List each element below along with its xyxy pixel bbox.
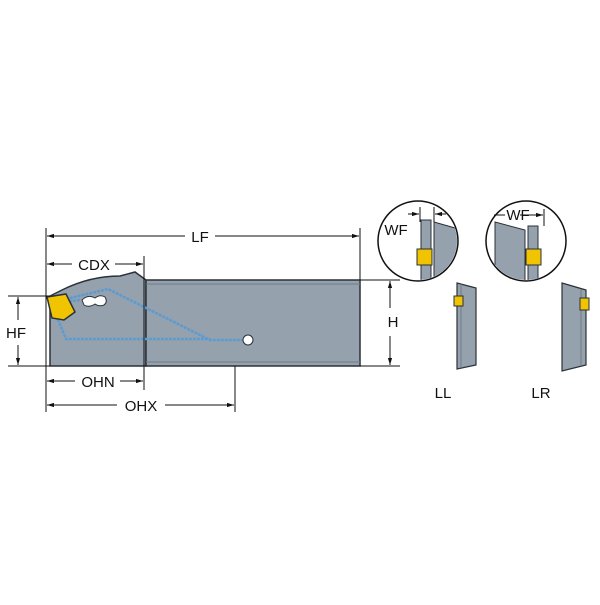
lr-label: LR [531,385,550,402]
ll-label: LL [435,385,452,402]
ohn-label: OHN [81,374,114,391]
lr-side-view [561,282,590,372]
tool-holder-body [49,271,361,367]
wf-label-ll: WF [384,222,407,239]
clamp-slot [81,295,107,307]
ll-side-view [453,282,477,370]
hf-label: HF [6,325,26,342]
ohx-label: OHX [125,398,158,415]
lr-detail-view: WF [485,200,567,282]
lf-label: LF [191,229,209,246]
cdx-label: CDX [78,257,110,274]
insert [46,293,76,321]
ll-detail-view: WF [377,200,459,282]
h-label: H [388,314,399,331]
extension-lines [8,228,400,412]
dimension-lines [15,233,393,408]
coolant-outlet [242,334,254,346]
wf-label-lr: WF [506,207,529,224]
